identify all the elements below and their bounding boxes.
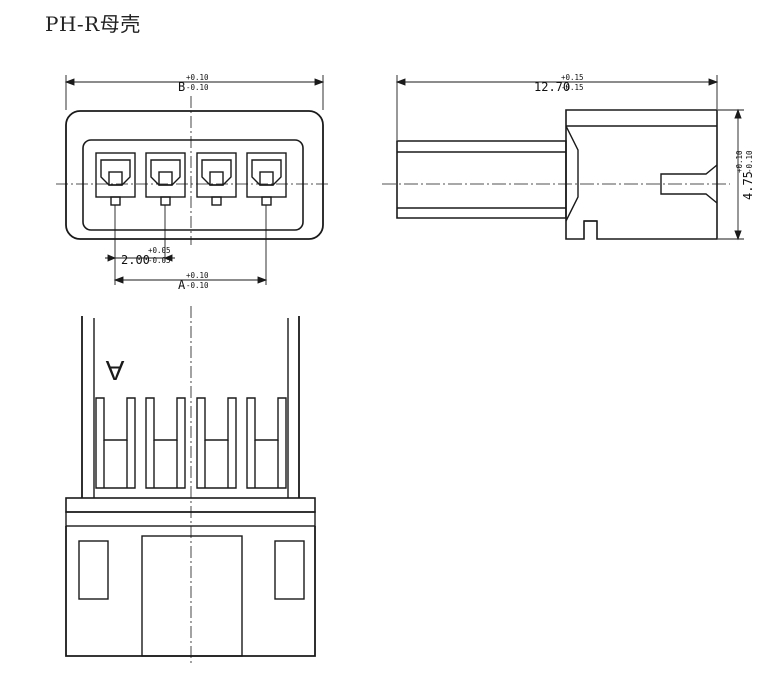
dim-length-base: 12.70 xyxy=(534,80,570,94)
dim-a-tol-plus: +0.10 xyxy=(186,271,209,280)
dim-a-tol-minus: -0.10 xyxy=(186,281,209,290)
latch-2 xyxy=(145,397,186,489)
dim-length-tol-plus: +0.15 xyxy=(561,73,584,82)
latch-3 xyxy=(196,397,237,489)
dimension-labels: B +0.10 -0.10 12.70 +0.15 -0.15 4.75 +0.… xyxy=(105,73,755,386)
dim-a-base: A xyxy=(178,278,186,292)
dimension-pitch xyxy=(105,205,175,262)
dimension-length xyxy=(395,75,719,140)
cavity-4 xyxy=(246,152,287,206)
dim-height-tol-minus: -0.10 xyxy=(745,150,754,173)
latch-1 xyxy=(95,397,136,489)
bottom-view-mark: A xyxy=(105,355,124,386)
dim-pitch-base: 2.00 xyxy=(121,253,150,267)
dim-height-tol-plus: +0.10 xyxy=(735,150,744,173)
dim-pitch-tol-plus: +0.05 xyxy=(148,246,171,255)
cavity-2 xyxy=(145,152,186,206)
dim-pitch-tol-minus: -0.05 xyxy=(148,256,171,265)
cavity-3 xyxy=(196,152,237,206)
dim-b-tol-plus: +0.10 xyxy=(186,73,209,82)
cavity-1 xyxy=(95,152,136,206)
front-view xyxy=(56,75,331,285)
dim-b-base: B xyxy=(178,80,185,94)
dimension-width-b xyxy=(64,75,325,110)
side-view xyxy=(382,75,744,241)
bottom-view xyxy=(65,306,316,665)
dim-length-tol-minus: -0.15 xyxy=(561,83,584,92)
drawing-title: PH-R母壳 xyxy=(45,12,141,36)
dimension-height xyxy=(718,108,744,241)
latch-4 xyxy=(246,397,287,489)
dim-b-tol-minus: -0.10 xyxy=(186,83,209,92)
dimension-span-a xyxy=(113,205,268,285)
dim-height-base: 4.75 xyxy=(741,171,755,200)
